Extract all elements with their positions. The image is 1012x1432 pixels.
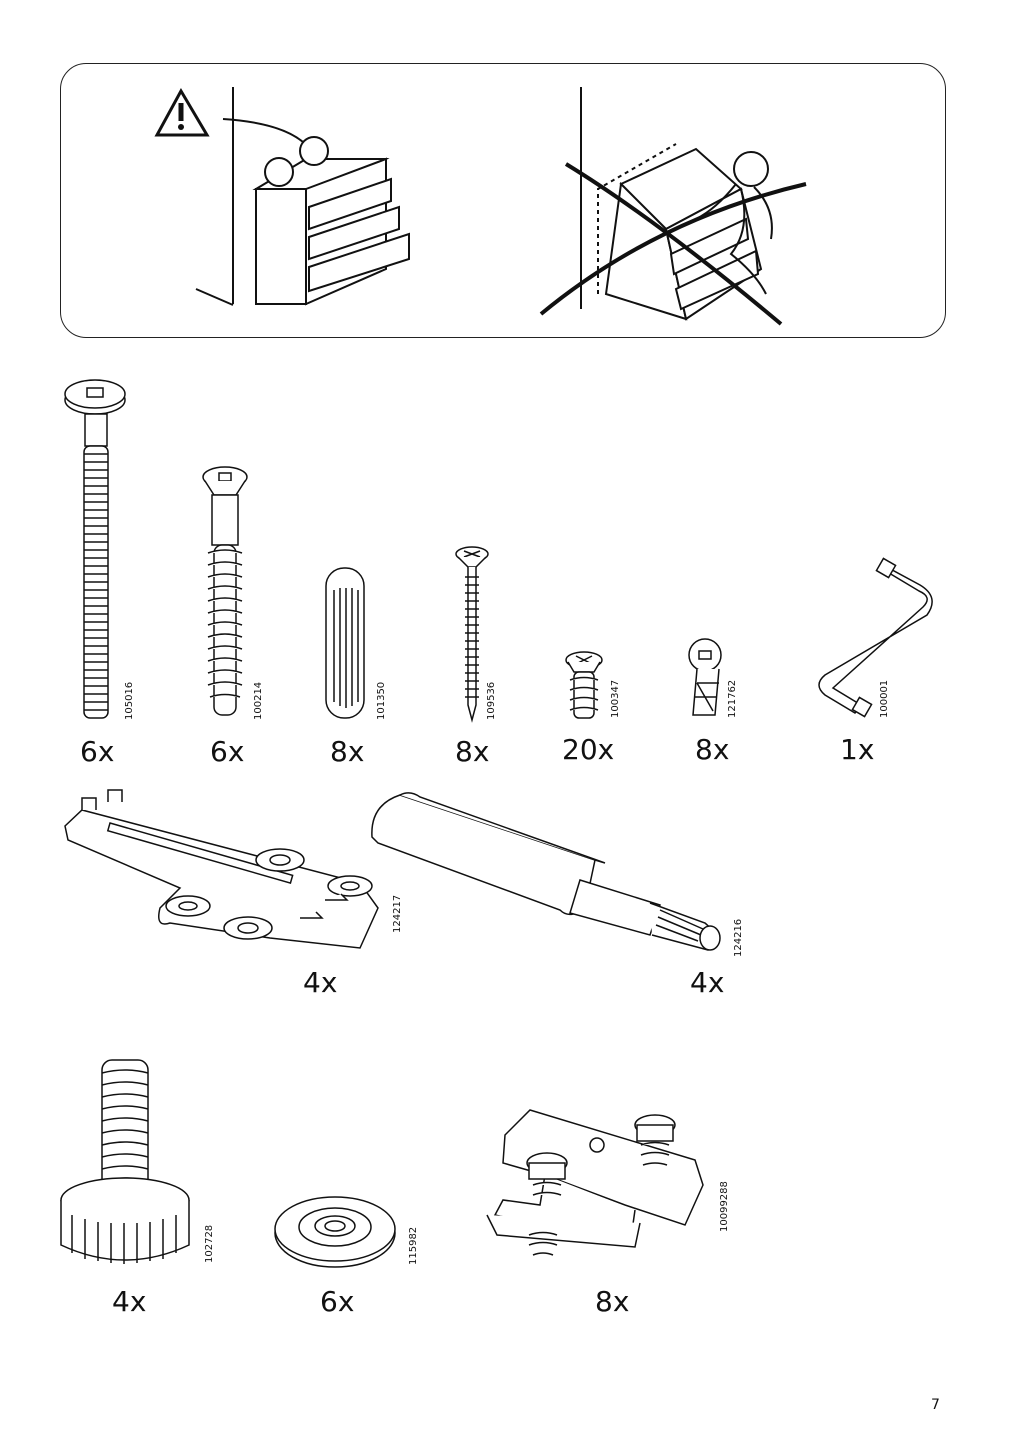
part-quantity: 4x — [690, 966, 725, 999]
page-number: 7 — [931, 1397, 940, 1413]
part-quantity: 8x — [455, 735, 490, 768]
adjustable-foot-icon — [52, 1055, 202, 1264]
allen-key-icon — [795, 555, 945, 725]
long-connector-bolt-icon — [60, 378, 130, 723]
warning-panel — [60, 63, 946, 338]
part-code: 121762 — [727, 679, 738, 718]
part-code: 102728 — [204, 1224, 215, 1263]
part-code: 109536 — [486, 681, 497, 720]
tipping-drawer-unit-illustration — [536, 79, 836, 339]
part-code: 105016 — [124, 681, 135, 720]
washer-disc-icon — [270, 1195, 400, 1275]
warning-icon — [157, 91, 207, 135]
cam-lock-icon — [685, 633, 730, 723]
part-code: 100001 — [879, 679, 890, 718]
part-quantity: 8x — [595, 1285, 630, 1318]
part-code: 115982 — [408, 1226, 419, 1265]
cam-dowel-screw-icon — [200, 465, 255, 725]
part-code: 124216 — [733, 918, 744, 957]
push-opener-icon — [370, 785, 730, 960]
part-quantity: 1x — [840, 733, 875, 766]
part-quantity: 4x — [303, 966, 338, 999]
short-screw-icon — [562, 648, 607, 723]
part-quantity: 20x — [562, 733, 615, 766]
part-code: 10099288 — [719, 1181, 730, 1232]
drawer-runner-clip-icon — [485, 1105, 715, 1275]
mounting-plate-icon — [60, 788, 390, 953]
part-code: 100214 — [253, 681, 264, 720]
part-code: 100347 — [610, 679, 621, 718]
part-quantity: 8x — [695, 733, 730, 766]
part-quantity: 8x — [330, 735, 365, 768]
part-code: 101350 — [376, 681, 387, 720]
part-quantity: 6x — [80, 735, 115, 768]
part-quantity: 4x — [112, 1285, 147, 1318]
part-quantity: 6x — [320, 1285, 355, 1318]
anchored-drawer-unit-illustration — [151, 79, 451, 339]
wood-screw-icon — [450, 545, 495, 725]
wooden-dowel-icon — [320, 562, 370, 722]
part-quantity: 6x — [210, 735, 245, 768]
